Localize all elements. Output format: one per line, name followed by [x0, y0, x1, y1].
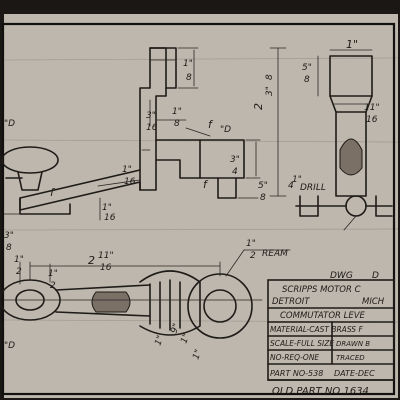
- dim-arm-a: 1": [122, 165, 132, 175]
- dim-overall-den: 8: [265, 74, 275, 80]
- dim-left-a: 1": [14, 255, 24, 265]
- sheet-border: [1, 22, 396, 396]
- dim-ream-label: REAM: [262, 249, 288, 259]
- dim-arm-b: 1": [102, 203, 112, 213]
- dim-drill-frac: 1": [292, 175, 302, 185]
- dim-hub-b: 5": [258, 181, 268, 191]
- elevation-view: [1, 47, 287, 221]
- date: DATE-DEC: [334, 369, 375, 378]
- dim-lever-a: 3": [146, 111, 156, 121]
- dim-side-den: 16: [366, 115, 378, 125]
- dim-plan-left: "D: [4, 341, 15, 351]
- dim-side-width: 11": [364, 103, 380, 113]
- material: MATERIAL-CAST BRASS F: [270, 325, 363, 334]
- dim-hub-a-den: 4: [232, 167, 238, 177]
- company-state: MICH: [362, 297, 385, 307]
- dim-base-den: 8: [6, 243, 12, 253]
- dim-drill-num: 4: [288, 181, 294, 191]
- f-mark-1: f: [208, 118, 214, 131]
- side-view: [295, 49, 393, 231]
- dim-length-frac: 11": [98, 251, 114, 261]
- dim-plan-a: 1": [153, 334, 166, 347]
- dim-plan-c: 1": [179, 332, 192, 345]
- f-mark-2: f: [50, 186, 56, 199]
- dim-hub-a: 3": [230, 155, 240, 165]
- plan-view: [0, 249, 291, 339]
- company-city: DETROIT: [272, 297, 310, 307]
- plan-section-hatch: [91, 291, 131, 313]
- top-flange: [149, 47, 177, 89]
- knob: [1, 146, 59, 174]
- dim-length-den: 16: [100, 263, 112, 273]
- dim-left-b-den: 2: [50, 281, 56, 291]
- quantity: NO-REQ-ONE: [270, 353, 319, 362]
- plan-ream-hole: [203, 289, 237, 323]
- title-block: [267, 279, 395, 381]
- scale: SCALE-FULL SIZE: [270, 339, 334, 348]
- dim-d-mid: "D: [220, 125, 231, 135]
- dim-top-width: 1": [346, 38, 358, 51]
- side-section-hatch: [339, 138, 363, 176]
- plan-arm: [55, 284, 151, 317]
- dim-lever-a-den: 16: [146, 123, 158, 133]
- company-name: SCRIPPS MOTOR C: [282, 285, 361, 295]
- arm-outline: [155, 139, 245, 179]
- dim-hub-b-den: 8: [260, 193, 266, 203]
- base-stem: [217, 177, 237, 199]
- dim-base: 3": [4, 231, 14, 241]
- dim-ream: 1": [246, 239, 256, 249]
- post-outline: [139, 47, 167, 191]
- dim-right-den: 8: [304, 75, 310, 85]
- plan-boss: [139, 270, 201, 336]
- part-name: COMMUTATOR LEVE: [280, 311, 366, 321]
- dim-top-height-den: 8: [186, 73, 192, 83]
- dim-left-a-den: 2: [16, 267, 22, 277]
- traced-by: TRACED: [336, 354, 365, 362]
- side-top-block: [329, 55, 373, 97]
- f-mark-3: f: [203, 178, 209, 191]
- dim-lever-b-den: 8: [174, 119, 180, 129]
- dim-plan-b: 9": [169, 322, 182, 335]
- dim-arm-b-den: 16: [104, 213, 116, 223]
- dim-plan-d: 1": [191, 348, 204, 361]
- dim-arm-a-den: 16: [124, 177, 136, 187]
- part-number: PART NO-538: [270, 369, 323, 378]
- dim-top-height: 1": [183, 59, 193, 69]
- dim-right-frac: 5": [302, 63, 312, 73]
- dim-left-b: 1": [48, 269, 58, 279]
- dwg-number: D: [372, 271, 379, 281]
- dim-ream-den: 2: [250, 251, 256, 261]
- dim-overall-frac: 3": [265, 86, 275, 96]
- dwg-label: DWG: [330, 271, 353, 281]
- dim-length: 2: [88, 254, 95, 267]
- dim-lever-b: 1": [172, 107, 182, 117]
- dim-overall-height: 2: [252, 103, 265, 110]
- side-neck: [329, 95, 373, 113]
- old-part-number: OLD PART NO 1634: [272, 386, 369, 397]
- drawn-by: DRAWN B: [336, 340, 370, 348]
- dim-drill-label: DRILL: [300, 183, 326, 193]
- dim-d-left: "D: [4, 119, 15, 129]
